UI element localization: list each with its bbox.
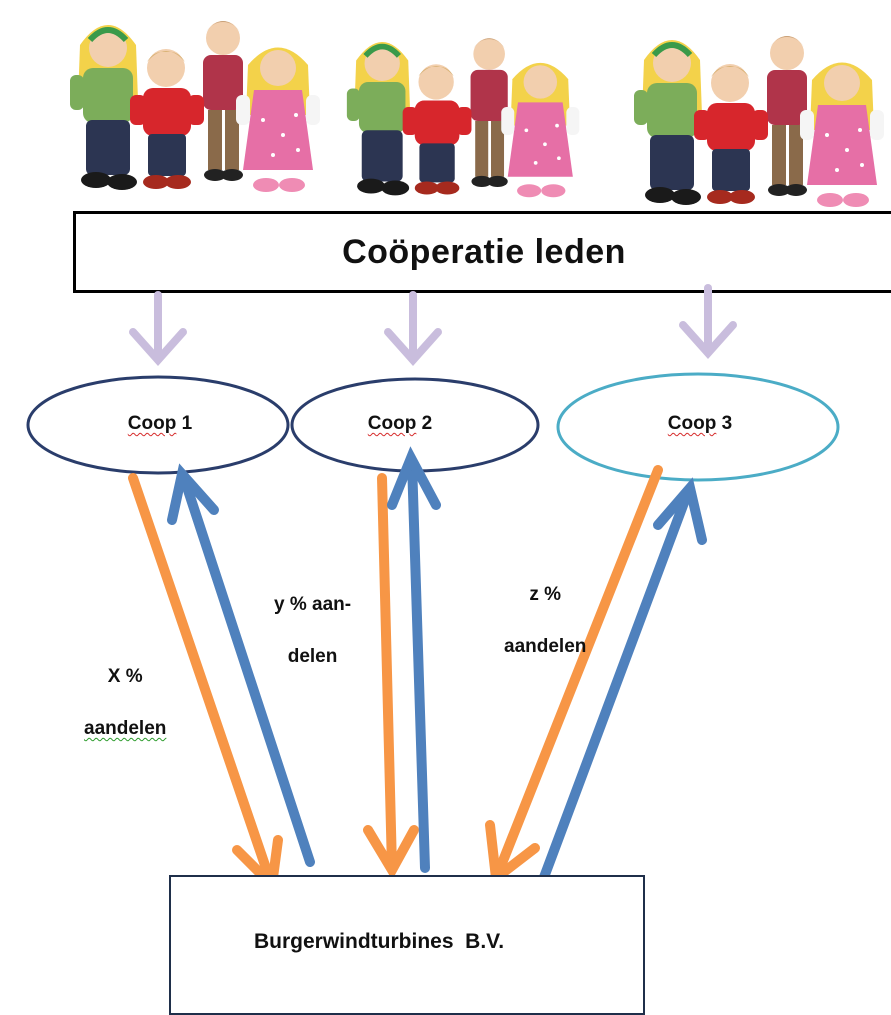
coop-3-label: Coop 3 xyxy=(667,413,733,434)
coop-2-label: Coop 2 xyxy=(367,413,433,434)
share-arrow-2 xyxy=(363,473,419,881)
coop-1-label: Coop 1 xyxy=(127,413,193,434)
coop-3-ellipse xyxy=(556,372,840,482)
member-arrow-3 xyxy=(679,284,737,360)
share-label-1: X % aandelen xyxy=(84,666,167,739)
member-arrow-1 xyxy=(129,291,187,367)
return-arrow-3 xyxy=(538,477,707,885)
share-label-2: y % aan- delen xyxy=(274,594,352,667)
banner-title: Coöperatie leden xyxy=(342,232,626,271)
coop-1-ellipse xyxy=(26,375,290,475)
bv-name: Burgerwindturbines B.V. xyxy=(254,930,505,953)
return-arrow-1 xyxy=(167,463,315,867)
cooperative-members-banner: Coöperatie leden xyxy=(73,211,891,293)
share-label-3: z % aandelen xyxy=(504,584,587,657)
return-arrow-2 xyxy=(387,446,441,873)
flow-arrows xyxy=(26,284,840,896)
member-arrow-2 xyxy=(384,291,442,367)
